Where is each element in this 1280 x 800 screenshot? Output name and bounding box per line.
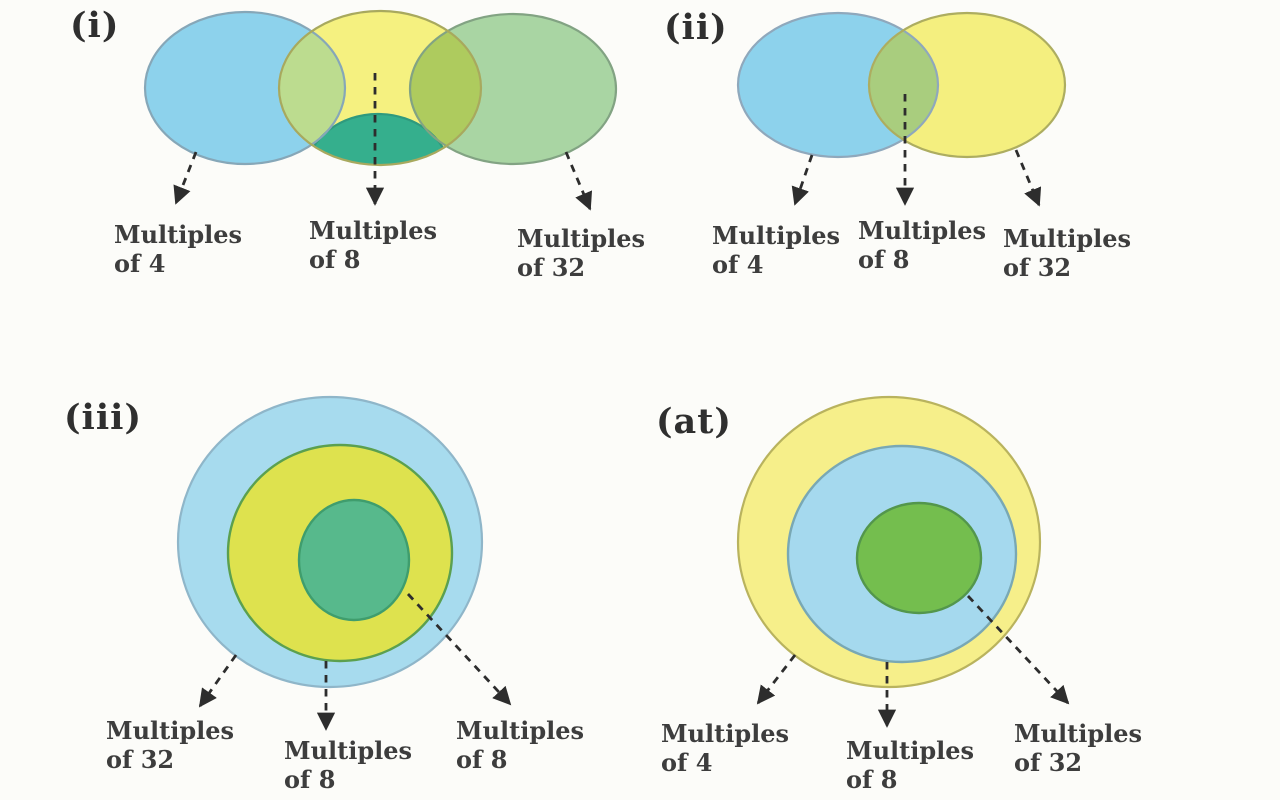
option-tag-at: (at) [656,401,732,442]
fig3-arrow-to-multiples-of-8-inner [406,593,512,706]
fig2-blue-outline [736,11,940,159]
label-line-1: Multiples [106,716,235,745]
option-tag-iii: (iii) [64,397,143,438]
option-tag-i: (i) [70,5,120,46]
label-line-2: of 4 [114,249,166,278]
fig3-label-multiples-of-8-middle: Multiples of 8 [284,736,412,794]
label-line-1: Multiples [456,716,585,745]
label-line-2: of 8 [456,745,508,774]
fig2-overlap-region [869,13,938,157]
label-line-2: of 8 [309,245,361,274]
fig4-inner-circle-multiples-of-32 [855,501,983,615]
label-line-1: Multiples [1014,719,1143,748]
fig2-overlap-region-group [869,13,938,157]
label-line-1: Multiples [858,216,987,245]
fig2-arrow-to-multiples-of-4 [791,154,814,206]
option-tag-ii: (ii) [664,7,728,48]
label-line-1: Multiples [712,221,841,250]
fig3-inner-circle-multiples-of-8 [297,498,411,622]
label-line-2: of 32 [106,745,175,774]
fig1-overlap-bottom-region [303,112,453,165]
fig2-arrow-to-multiples-of-32 [1014,149,1042,207]
label-line-2: of 8 [858,245,910,274]
figure-i-shapes [143,9,618,211]
label-line-2: of 32 [1014,748,1083,777]
fig4-arrow-to-multiples-of-4 [756,654,797,705]
fig2-label-multiples-of-4: Multiples of 4 [712,221,840,279]
fig3-label-multiples-of-8-inner: Multiples of 8 [456,716,584,774]
fig2-yellow-outline [867,11,1067,159]
label-line-2: of 32 [517,253,586,282]
label-line-1: Multiples [661,719,790,748]
fig1-yellow-outline [277,9,483,167]
figure-ii-shapes [736,11,1067,207]
fig4-arrow-to-multiples-of-32 [966,595,1070,705]
fig1-label-multiples-of-8: Multiples of 8 [309,216,437,274]
fig2-label-multiples-of-32: Multiples of 32 [1003,224,1131,282]
label-line-2: of 4 [661,748,713,777]
label-line-1: Multiples [517,224,646,253]
label-line-1: Multiples [846,736,975,765]
label-line-2: of 8 [284,765,336,794]
label-line-1: Multiples [114,220,243,249]
fig1-arrow-to-multiples-of-32 [564,151,593,211]
fig3-arrow-to-multiples-of-32 [198,654,238,708]
fig3-label-multiples-of-32: Multiples of 32 [106,716,234,774]
fig1-green-outline [408,12,618,166]
fig4-label-multiples-of-8: Multiples of 8 [846,736,974,794]
label-line-2: of 32 [1003,253,1072,282]
figure-iii-shapes [176,395,512,731]
fig1-blue-outline [143,10,347,166]
fig1-overlap-left-region [279,12,345,164]
label-line-1: Multiples [284,736,413,765]
figure-at-shapes [736,395,1070,728]
fig2-label-multiples-of-8: Multiples of 8 [858,216,986,274]
fig4-label-multiples-of-32: Multiples of 32 [1014,719,1142,777]
label-line-1: Multiples [309,216,438,245]
label-line-2: of 4 [712,250,764,279]
fig1-overlap-right-region [410,14,481,164]
fig1-label-multiples-of-4: Multiples of 4 [114,220,242,278]
label-line-1: Multiples [1003,224,1132,253]
fig1-overlap-regions [279,12,481,165]
label-line-2: of 8 [846,765,898,794]
fig4-label-multiples-of-4: Multiples of 4 [661,719,789,777]
fig1-label-multiples-of-32: Multiples of 32 [517,224,645,282]
fig1-arrow-to-multiples-of-4 [173,151,198,205]
